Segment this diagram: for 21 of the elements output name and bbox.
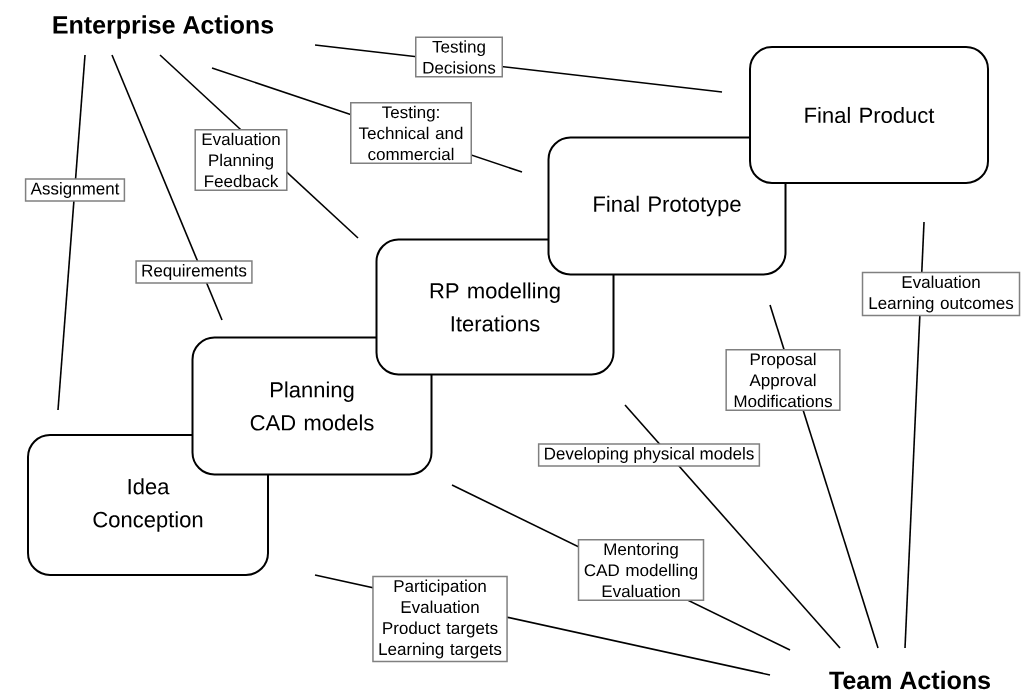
edge-label: Testing Decisions (415, 36, 503, 78)
edge-label: Evaluation Planning Feedback (194, 129, 288, 191)
heading-text: Team Actions (829, 670, 990, 690)
connector-line (904, 221, 925, 649)
stage-box: Idea Conception (27, 434, 269, 576)
edge-label: Mentoring CAD modelling Evaluation (577, 539, 705, 601)
edge-label: Participation Evaluation Product targets Learning targets (372, 575, 508, 663)
edge-label: Developing physical models (537, 443, 761, 467)
edge-label: Testing: Technical and commercial (350, 102, 472, 164)
edge-label: Evaluation Learning outcomes (861, 271, 1021, 317)
heading-text: Enterprise Actions (53, 15, 274, 39)
stage-box: Final Product (749, 46, 989, 184)
connector-line (111, 54, 223, 321)
stage-box: Planning CAD models (191, 336, 433, 476)
edge-label: Assignment (24, 178, 126, 202)
connector-line (57, 54, 86, 411)
stage-box: Final Prototype (547, 136, 787, 276)
connector-line (624, 404, 841, 649)
edge-label: Proposal Approval Modifications (725, 349, 841, 411)
edge-label: Requirements (135, 260, 253, 284)
stage-box: RP modelling Iterations (375, 238, 615, 376)
